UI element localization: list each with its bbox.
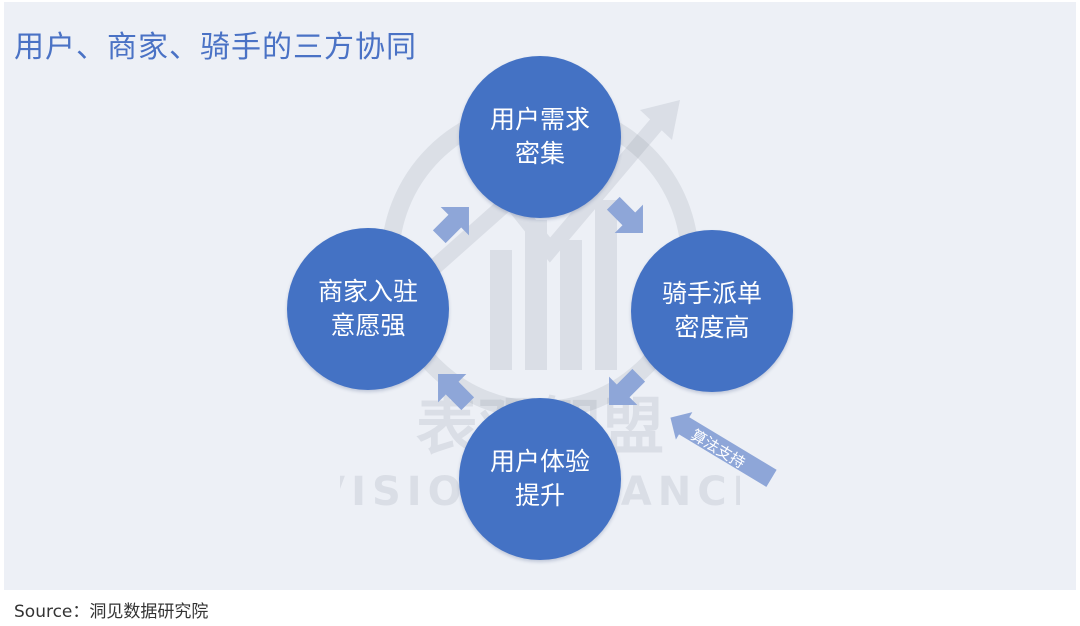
algorithm-support-arrow [670,412,777,487]
node-rider-dispatch: 骑手派单 密度高 [631,230,793,392]
node-merchant-onboarding: 商家入驻 意愿强 [287,228,449,390]
node-label-line: 提升 [514,481,565,510]
node-label-line: 用户需求 [489,105,590,134]
node-user-demand: 用户需求 密集 [459,56,621,218]
node-label-line: 商家入驻 [317,277,418,306]
arrow-left-to-top [425,192,484,251]
watermark-bar [525,220,547,370]
watermark-bar [560,240,582,370]
watermark-bar [490,250,512,370]
source-note: Source：洞见数据研究院 [14,602,209,622]
arrow-right-to-bottom [594,361,653,420]
watermark-trend-arrowhead [640,100,680,140]
node-user-experience: 用户体验 提升 [459,398,621,560]
node-label-line: 密度高 [674,313,750,342]
arrow-top-to-right [599,189,658,248]
page-title: 用户、商家、骑手的三方协同 [14,30,417,65]
watermark-bar [595,200,617,370]
node-label-line: 用户体验 [489,447,590,476]
node-label-line: 意愿强 [330,311,406,340]
node-label-line: 骑手派单 [661,279,762,308]
node-label-line: 密集 [514,139,565,168]
arrow-bottom-to-left [423,359,482,418]
